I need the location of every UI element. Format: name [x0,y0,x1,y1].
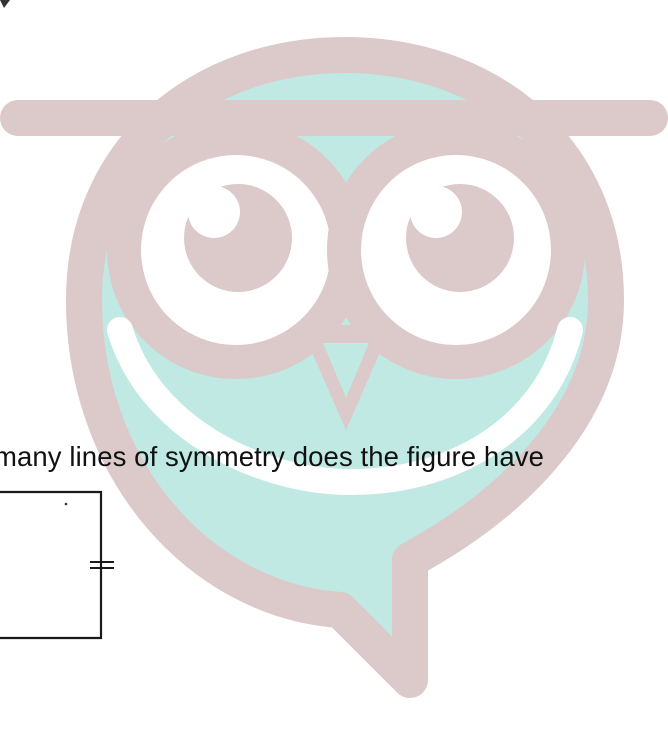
owl-beak-inner [323,343,369,398]
owl-body-outline [66,37,624,698]
owl-face-curve [107,317,583,496]
corner-artifact [0,0,10,8]
owl-left-pupil-highlight [188,186,240,238]
question-text: many lines of symmetry does the figure h… [0,441,544,472]
rectangle-outline [0,490,103,640]
figure-dot-mark [64,502,68,506]
rectangle-figure [0,490,114,640]
owl-right-pupil-highlight [410,186,462,238]
